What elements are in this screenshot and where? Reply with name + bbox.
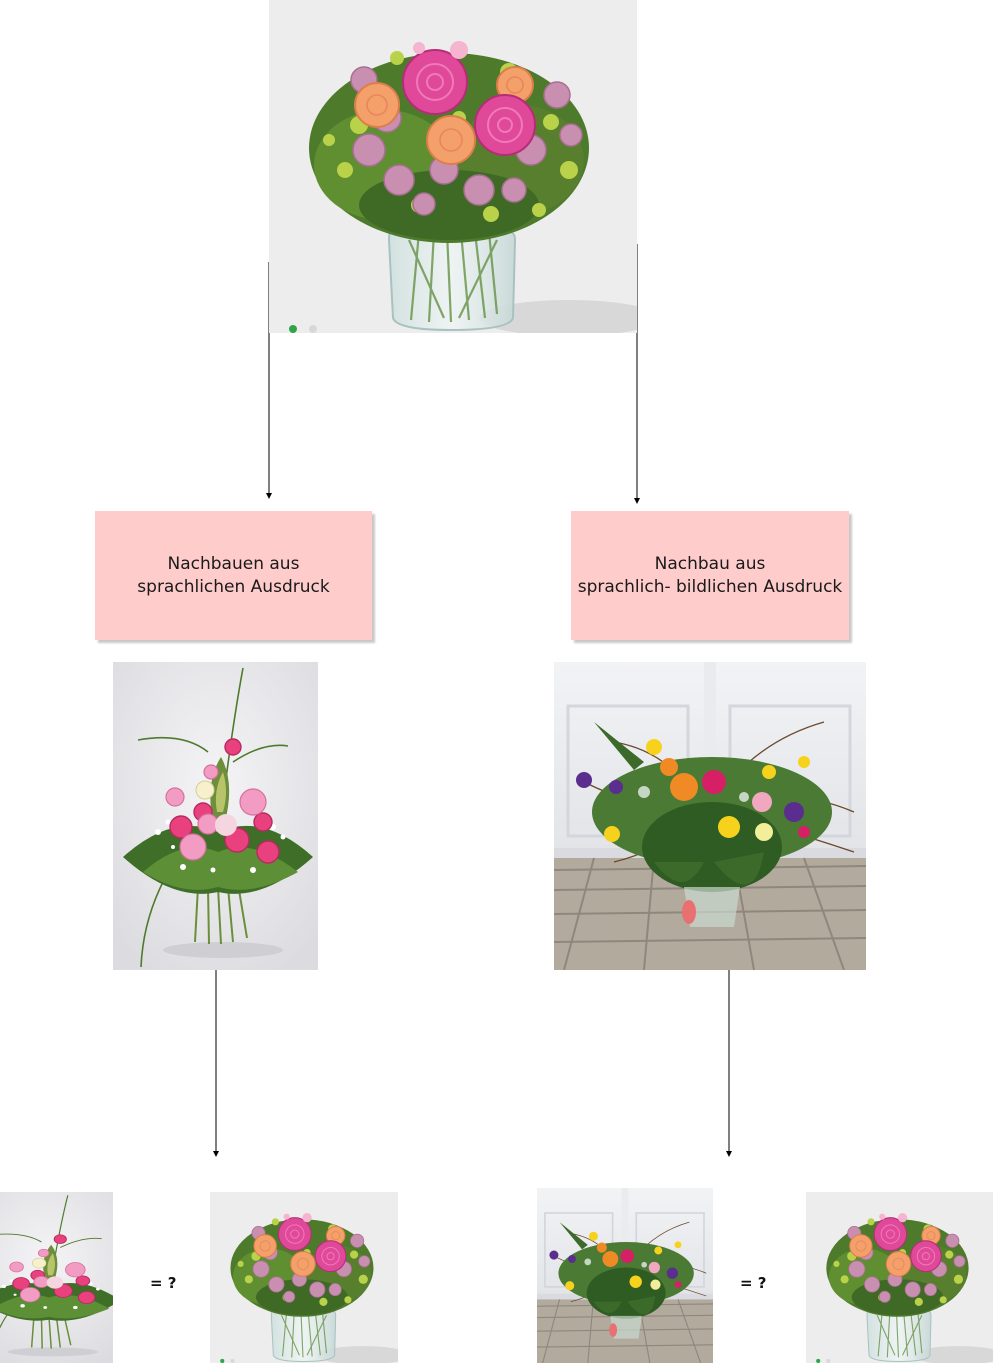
box-left-line1: Nachbauen aus <box>167 553 300 574</box>
verbal-result-bouquet-image <box>113 662 318 970</box>
compare-left-original-image <box>210 1192 398 1363</box>
original-bouquet-image <box>269 0 637 333</box>
compare-right-original-image <box>806 1192 993 1363</box>
box-left-line2: sprachlichen Ausdruck <box>137 576 330 597</box>
compare-right-result-image <box>537 1188 713 1363</box>
box-verbal-reconstruction: Nachbauen aus sprachlichen Ausdruck <box>95 511 372 640</box>
box-verbal-visual-reconstruction: Nachbau aus sprachlich- bildlichen Ausdr… <box>571 511 849 640</box>
visual-result-bouquet-image <box>554 662 866 970</box>
compare-left-result-image <box>0 1192 113 1363</box>
compare-left-equals-label: = ? <box>150 1274 177 1292</box>
box-right-line2: sprachlich- bildlichen Ausdruck <box>577 576 843 597</box>
compare-right-equals-label: = ? <box>740 1274 767 1292</box>
box-right-line1: Nachbau aus <box>654 553 766 574</box>
